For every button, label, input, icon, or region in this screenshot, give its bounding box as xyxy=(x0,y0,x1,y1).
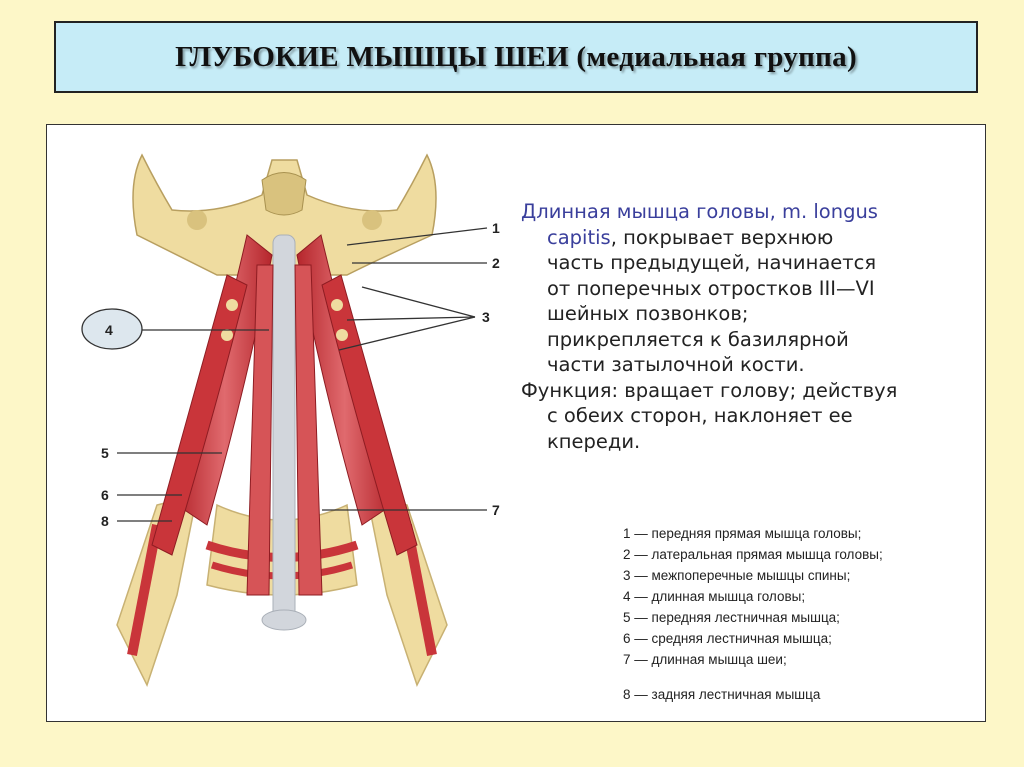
content-panel: 4 1 2 3 5 6 8 7 Длинная мышца головы, m.… xyxy=(46,124,986,722)
leader-lines xyxy=(117,227,488,522)
latin-name: Длинная мышца головы, m. longus xyxy=(521,200,878,223)
desc-line-3: часть предыдущей, начинается xyxy=(547,251,877,274)
callout-4-ellipse xyxy=(81,308,143,350)
latin-name-cont: capitis xyxy=(547,225,611,249)
title-box: ГЛУБОКИЕ МЫШЦЫ ШЕИ (медиальная группа) xyxy=(54,21,978,93)
legend: 1 — передняя прямая мышца головы; 2 — ла… xyxy=(623,523,983,705)
desc-line-5: шейных позвонков; xyxy=(547,302,749,325)
cervical-spine xyxy=(261,234,307,631)
desc-line-6: прикрепляется к базилярной xyxy=(547,327,849,351)
skull-base xyxy=(132,153,437,276)
desc-line-7: части затылочной кости. xyxy=(547,353,805,376)
desc-line-2-rest: , покрывает верхнюю xyxy=(610,225,834,249)
legend-item: 1 — передняя прямая мышца головы; xyxy=(623,526,862,541)
legend-item: 3 — межпоперечные мышцы спины; xyxy=(623,568,851,583)
legend-item: 4 — длинная мышца головы; xyxy=(623,589,806,604)
callout-7: 7 xyxy=(492,502,500,518)
callout-1: 1 xyxy=(492,220,500,236)
desc-line-2: capitis, покрывает верхнюю xyxy=(521,225,961,251)
callout-2: 2 xyxy=(492,255,500,271)
page-title: ГЛУБОКИЕ МЫШЦЫ ШЕИ (медиальная группа) xyxy=(175,40,857,73)
description-text: Длинная мышца головы, m. longus capitis,… xyxy=(521,199,961,454)
callout-5: 5 xyxy=(101,445,109,461)
callout-4: 4 xyxy=(105,322,113,338)
function-line-1: Функция: вращает голову; действуя xyxy=(521,378,898,402)
neck-muscles xyxy=(151,234,418,596)
legend-item: 7 — длинная мышца шеи; xyxy=(623,652,787,667)
legend-item: 2 — латеральная прямая мышца головы; xyxy=(623,547,883,562)
function-line-3: кпереди. xyxy=(547,429,641,453)
desc-line-1: Длинная мышца головы, m. longus xyxy=(521,199,961,225)
function-line-2: с обеих сторон, наклоняет ее xyxy=(547,404,853,427)
callout-3: 3 xyxy=(482,309,490,325)
legend-item: 6 — средняя лестничная мышца; xyxy=(623,631,832,646)
callout-6: 6 xyxy=(101,487,109,503)
desc-line-4: от поперечных отростков III—VI xyxy=(547,276,875,300)
callout-8: 8 xyxy=(101,513,109,529)
legend-item: 8 — задняя лестничная мышца xyxy=(623,687,821,702)
legend-item: 5 — передняя лестничная мышца; xyxy=(623,610,840,625)
anatomy-figure: 4 1 2 3 5 6 8 7 xyxy=(81,153,500,687)
